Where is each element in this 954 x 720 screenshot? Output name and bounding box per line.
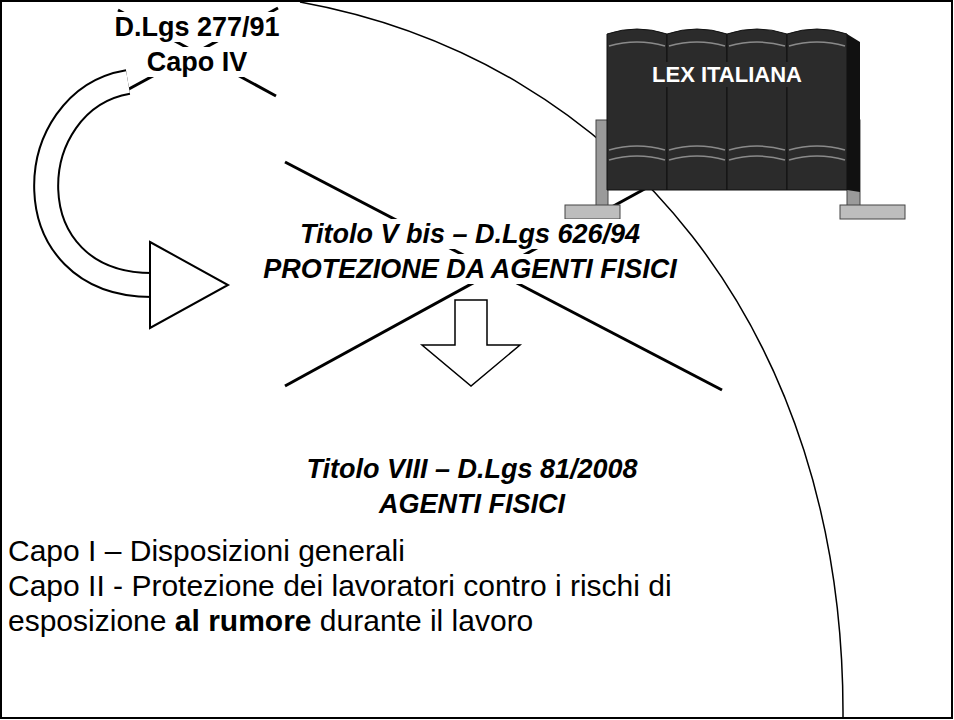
down-arrow [422, 300, 520, 386]
label-text: Titolo V bis – D.Lgs 626/94 PROTEZIONE D… [263, 219, 677, 284]
current-law: Titolo VIII – D.Lgs 81/2008 AGENTI FISIC… [292, 452, 652, 522]
label-text: LEX ITALIANA [650, 62, 804, 87]
abrogated-law: Titolo V bis – D.Lgs 626/94 PROTEZIONE D… [245, 217, 695, 287]
book [667, 29, 727, 190]
book [727, 29, 787, 190]
book [787, 29, 847, 190]
curved-arrow-fill [46, 82, 152, 285]
book [607, 29, 667, 190]
book-title: LEX ITALIANA [622, 62, 832, 88]
label-text: Titolo VIII – D.Lgs 81/2008 AGENTI FISIC… [306, 454, 637, 519]
label-text: Capo I – Disposizioni generali [8, 534, 405, 567]
arrow-head [150, 242, 228, 328]
chapter-line: Capo I – Disposizioni generali [8, 533, 908, 568]
emphasis-text: al rumore [175, 604, 312, 637]
chapter-paragraph: Capo II - Protezione dei lavoratori cont… [8, 568, 808, 638]
arc-curve [300, 2, 843, 718]
bookend-base [565, 205, 620, 219]
bookend-base [840, 205, 905, 219]
label-text: D.Lgs 277/91 Capo IV [114, 12, 279, 77]
curved-arrow-outline [46, 82, 152, 285]
bookshelf-icon [565, 29, 905, 219]
book-band [609, 146, 845, 150]
abrogated-law: D.Lgs 277/91 Capo IV [102, 10, 292, 80]
label-text: durante il lavoro [320, 604, 533, 637]
book-band [609, 156, 845, 160]
book-band [609, 42, 845, 46]
bookend [596, 120, 608, 210]
book-side [847, 34, 860, 192]
